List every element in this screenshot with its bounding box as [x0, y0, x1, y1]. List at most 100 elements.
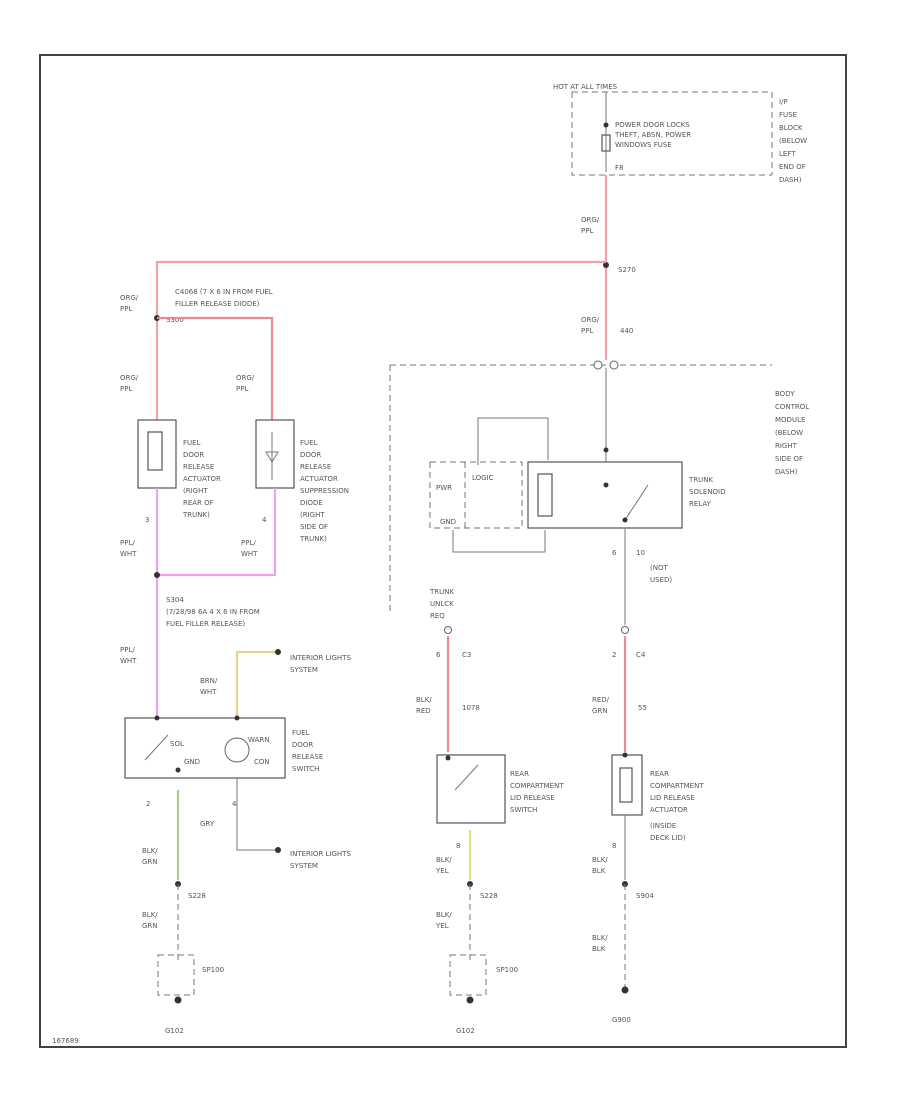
- svg-text:ORG/: ORG/: [120, 294, 139, 302]
- svg-text:SIDE OF: SIDE OF: [300, 523, 328, 531]
- svg-text:INTERIOR LIGHTS: INTERIOR LIGHTS: [290, 850, 351, 858]
- wire-ppl-wht-branch: [157, 488, 277, 577]
- svg-text:RELEASE: RELEASE: [183, 463, 214, 471]
- wire-1078-label: 1078: [462, 704, 480, 712]
- svg-text:(BELOW: (BELOW: [779, 137, 807, 145]
- svg-text:WHT: WHT: [200, 688, 217, 696]
- svg-text:DASH): DASH): [779, 176, 802, 184]
- svg-text:SWITCH: SWITCH: [510, 806, 537, 814]
- svg-text:ACTUATOR: ACTUATOR: [183, 475, 221, 483]
- sp100b-label: SP100: [496, 966, 518, 974]
- actuator-right-label: FUEL DOOR RELEASE ACTUATOR SUPPRESSION D…: [299, 439, 349, 543]
- relay-contact-icon: [624, 484, 649, 521]
- svg-text:SIDE OF: SIDE OF: [775, 455, 803, 463]
- svg-text:INTERIOR LIGHTS: INTERIOR LIGHTS: [290, 654, 351, 662]
- splice-s304-dot: [154, 572, 160, 578]
- svg-text:REAR OF: REAR OF: [183, 499, 214, 507]
- switch-con-label: CON: [254, 758, 270, 766]
- svg-text:FUSE: FUSE: [779, 111, 797, 119]
- fuse-desc-4: F8: [615, 164, 623, 172]
- svg-text:BLK/: BLK/: [142, 847, 158, 855]
- svg-text:SYSTEM: SYSTEM: [290, 666, 318, 674]
- svg-text:REQ: REQ: [430, 612, 445, 620]
- pwr-label: PWR: [436, 484, 452, 492]
- svg-text:DOOR: DOOR: [300, 451, 321, 459]
- svg-text:PPL: PPL: [120, 305, 132, 313]
- svg-text:ORG/: ORG/: [581, 316, 600, 324]
- svg-text:GRN: GRN: [592, 707, 608, 715]
- fuse-block-label: I/P FUSE BLOCK (BELOW LEFT END OF DASH): [779, 98, 807, 184]
- svg-text:DASH): DASH): [775, 468, 798, 476]
- wire-label-red-grn: RED/ GRN: [592, 696, 610, 715]
- wire-label-org-ppl-left: ORG/ PPL: [120, 294, 139, 313]
- svg-text:BRN/: BRN/: [200, 677, 218, 685]
- sp100-label: SP100: [202, 966, 224, 974]
- svg-text:TRUNK): TRUNK): [182, 511, 210, 519]
- svg-text:TRUNK): TRUNK): [299, 535, 327, 543]
- svg-text:BLK: BLK: [592, 867, 606, 875]
- hot-at-all-times-label: HOT AT ALL TIMES: [553, 83, 618, 91]
- switch-warn-label: WARN: [248, 736, 269, 744]
- svg-text:CONTROL: CONTROL: [775, 403, 809, 411]
- pin-4-label: 4: [262, 516, 267, 524]
- svg-text:END OF: END OF: [779, 163, 806, 171]
- svg-text:YEL: YEL: [435, 922, 449, 930]
- svg-text:(7/28/98 6A 4 X 6 IN FROM: (7/28/98 6A 4 X 6 IN FROM: [166, 608, 260, 616]
- svg-text:PPL/: PPL/: [120, 646, 135, 654]
- pin-3-label: 3: [145, 516, 149, 524]
- svg-text:ORG/: ORG/: [236, 374, 255, 382]
- svg-text:DOOR: DOOR: [183, 451, 204, 459]
- wire-org-ppl-left: [155, 260, 606, 420]
- not-used-label: (NOT USED): [650, 564, 672, 584]
- logic-block: [429, 461, 523, 529]
- diode-icon: [265, 432, 279, 480]
- svg-text:TRUNK: TRUNK: [429, 588, 454, 596]
- wire-55-label: 55: [638, 704, 647, 712]
- svg-text:REAR: REAR: [510, 770, 529, 778]
- sp100b-connector: [449, 954, 487, 996]
- bcm-desc: BODY CONTROL MODULE (BELOW RIGHT SIDE OF…: [775, 390, 809, 476]
- wire-brn-wht: [235, 650, 278, 718]
- svg-text:RELEASE: RELEASE: [300, 463, 331, 471]
- svg-text:DOOR: DOOR: [292, 741, 313, 749]
- wire-label-blk-blk-1: BLK/ BLK: [592, 856, 608, 875]
- svg-text:FUEL: FUEL: [300, 439, 318, 447]
- fuse-desc-1: POWER DOOR LOCKS: [615, 121, 690, 129]
- svg-text:MODULE: MODULE: [775, 416, 805, 424]
- svg-text:FUEL: FUEL: [292, 729, 310, 737]
- fuel-door-suppression-diode: [255, 419, 295, 489]
- s304-desc: S304 (7/28/98 6A 4 X 6 IN FROM FUEL FILL…: [166, 596, 260, 628]
- gnd-label: GND: [440, 518, 456, 526]
- svg-text:BLK/: BLK/: [416, 696, 432, 704]
- svg-text:GRN: GRN: [142, 858, 158, 866]
- bcm-boundary: [389, 364, 772, 615]
- footer-code: 167689: [52, 1037, 79, 1045]
- rear-lid-release-switch: [436, 754, 506, 824]
- wire-gry: [236, 778, 278, 851]
- wire-label-ppl-wht-a: PPL/ WHT: [120, 539, 137, 558]
- fuse-desc-2: THEFT, ABSN, POWER: [614, 131, 691, 139]
- wire-label-org-ppl-b: ORG/ PPL: [236, 374, 255, 393]
- svg-text:BLK/: BLK/: [436, 911, 452, 919]
- svg-text:WHT: WHT: [241, 550, 258, 558]
- switch-gnd-label: GND: [184, 758, 200, 766]
- svg-text:REAR: REAR: [650, 770, 669, 778]
- pin-8b-label: 8: [612, 842, 616, 850]
- svg-text:PPL: PPL: [581, 227, 593, 235]
- wire-label-ppl-wht-b: PPL/ WHT: [241, 539, 258, 558]
- svg-text:SOLENOID: SOLENOID: [689, 488, 725, 496]
- svg-text:RIGHT: RIGHT: [775, 442, 798, 450]
- c4-label: C4: [636, 651, 646, 659]
- svg-text:COMPARTMENT: COMPARTMENT: [510, 782, 564, 790]
- svg-text:RELEASE: RELEASE: [292, 753, 323, 761]
- wire-label-blk-yel-2: BLK/ YEL: [435, 911, 452, 930]
- g102b-label: G102: [456, 1027, 475, 1035]
- svg-text:WHT: WHT: [120, 550, 137, 558]
- sp100-connector: [157, 954, 195, 996]
- svg-text:UNLCK: UNLCK: [430, 600, 454, 608]
- diagram-border: [39, 54, 847, 1048]
- svg-text:SUPPRESSION: SUPPRESSION: [300, 487, 349, 495]
- svg-text:LID RELEASE: LID RELEASE: [510, 794, 555, 802]
- svg-text:FUEL FILLER RELEASE): FUEL FILLER RELEASE): [166, 620, 245, 628]
